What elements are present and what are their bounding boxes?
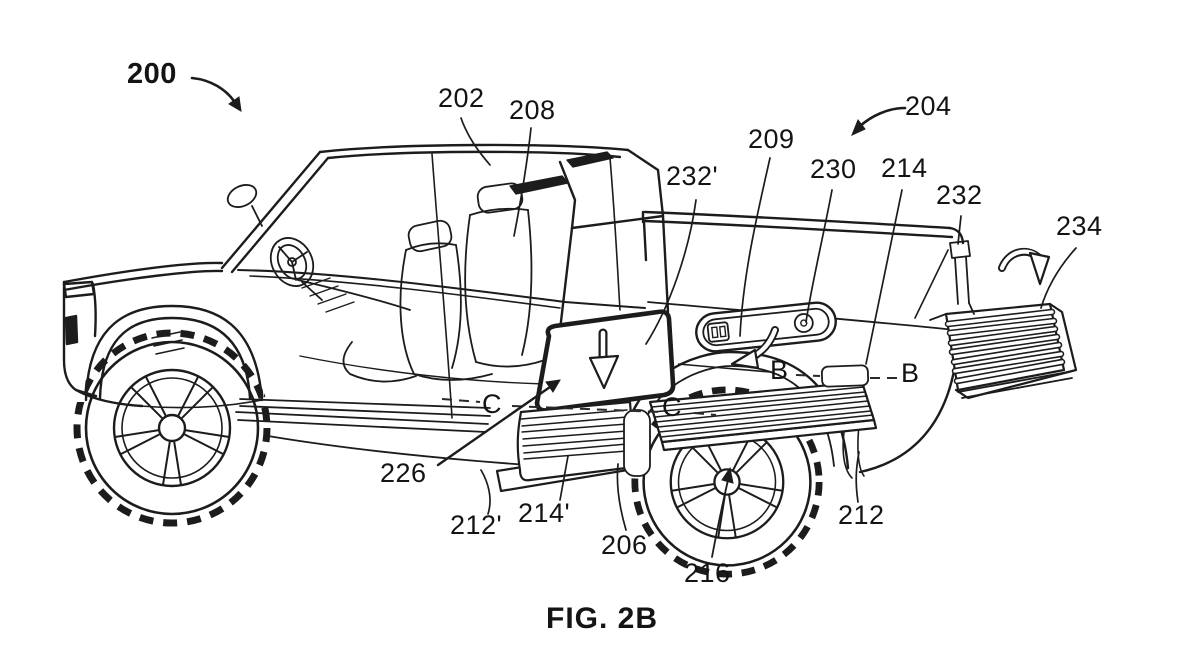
ref-label-216: 216 <box>684 558 731 588</box>
pointer-arrow-200 <box>190 76 236 103</box>
side-mirror <box>226 184 258 208</box>
ref-label-204: 204 <box>905 91 952 121</box>
section-marker-b-right: B <box>901 358 920 388</box>
tailgate-rotate-arrow <box>998 247 1051 286</box>
handle-latch <box>706 321 730 343</box>
section-marker-c-right: C <box>662 392 682 422</box>
ref-label-214: 214 <box>881 153 928 183</box>
handle-hook-arrow <box>730 326 779 370</box>
bed-side-step <box>648 380 878 452</box>
ref-label-202: 202 <box>438 83 485 113</box>
ref-label-212: 212 <box>838 500 885 530</box>
pointer-arrow-226 <box>436 385 552 467</box>
panel-down-arrow <box>588 328 620 390</box>
section-line-b-extension <box>677 363 771 373</box>
ref-label-209: 209 <box>748 124 795 154</box>
ref-label-226: 226 <box>380 458 427 488</box>
ref-label-214-prime: 214' <box>518 498 571 528</box>
step-latch-box <box>820 364 870 388</box>
pointer-arrows <box>190 76 907 558</box>
pointer-arrow-204 <box>857 106 907 129</box>
tailgate-step <box>929 302 1078 400</box>
ref-label-232-prime: 232' <box>666 161 719 191</box>
deploy-arrows <box>588 247 1051 390</box>
section-marker-b-left: B <box>770 355 789 385</box>
ref-label-200: 200 <box>127 58 177 90</box>
section-line-b <box>795 374 898 379</box>
section-marker-c-left: C <box>482 389 502 419</box>
cab-interior <box>226 182 546 385</box>
ref-label-234: 234 <box>1056 211 1103 241</box>
ref-label-212-prime: 212' <box>450 510 503 540</box>
figure-caption: FIG. 2B <box>546 602 659 635</box>
ref-label-206: 206 <box>601 530 648 560</box>
leader-lines <box>460 117 1077 531</box>
pointer-arrow-216 <box>711 479 729 558</box>
ref-label-208: 208 <box>509 95 556 125</box>
front-headrest <box>407 219 453 253</box>
ref-label-232: 232 <box>936 180 983 210</box>
latch-button <box>793 313 814 333</box>
ref-label-230: 230 <box>810 154 857 184</box>
cab-step <box>495 400 651 493</box>
section-line-c <box>441 398 717 416</box>
